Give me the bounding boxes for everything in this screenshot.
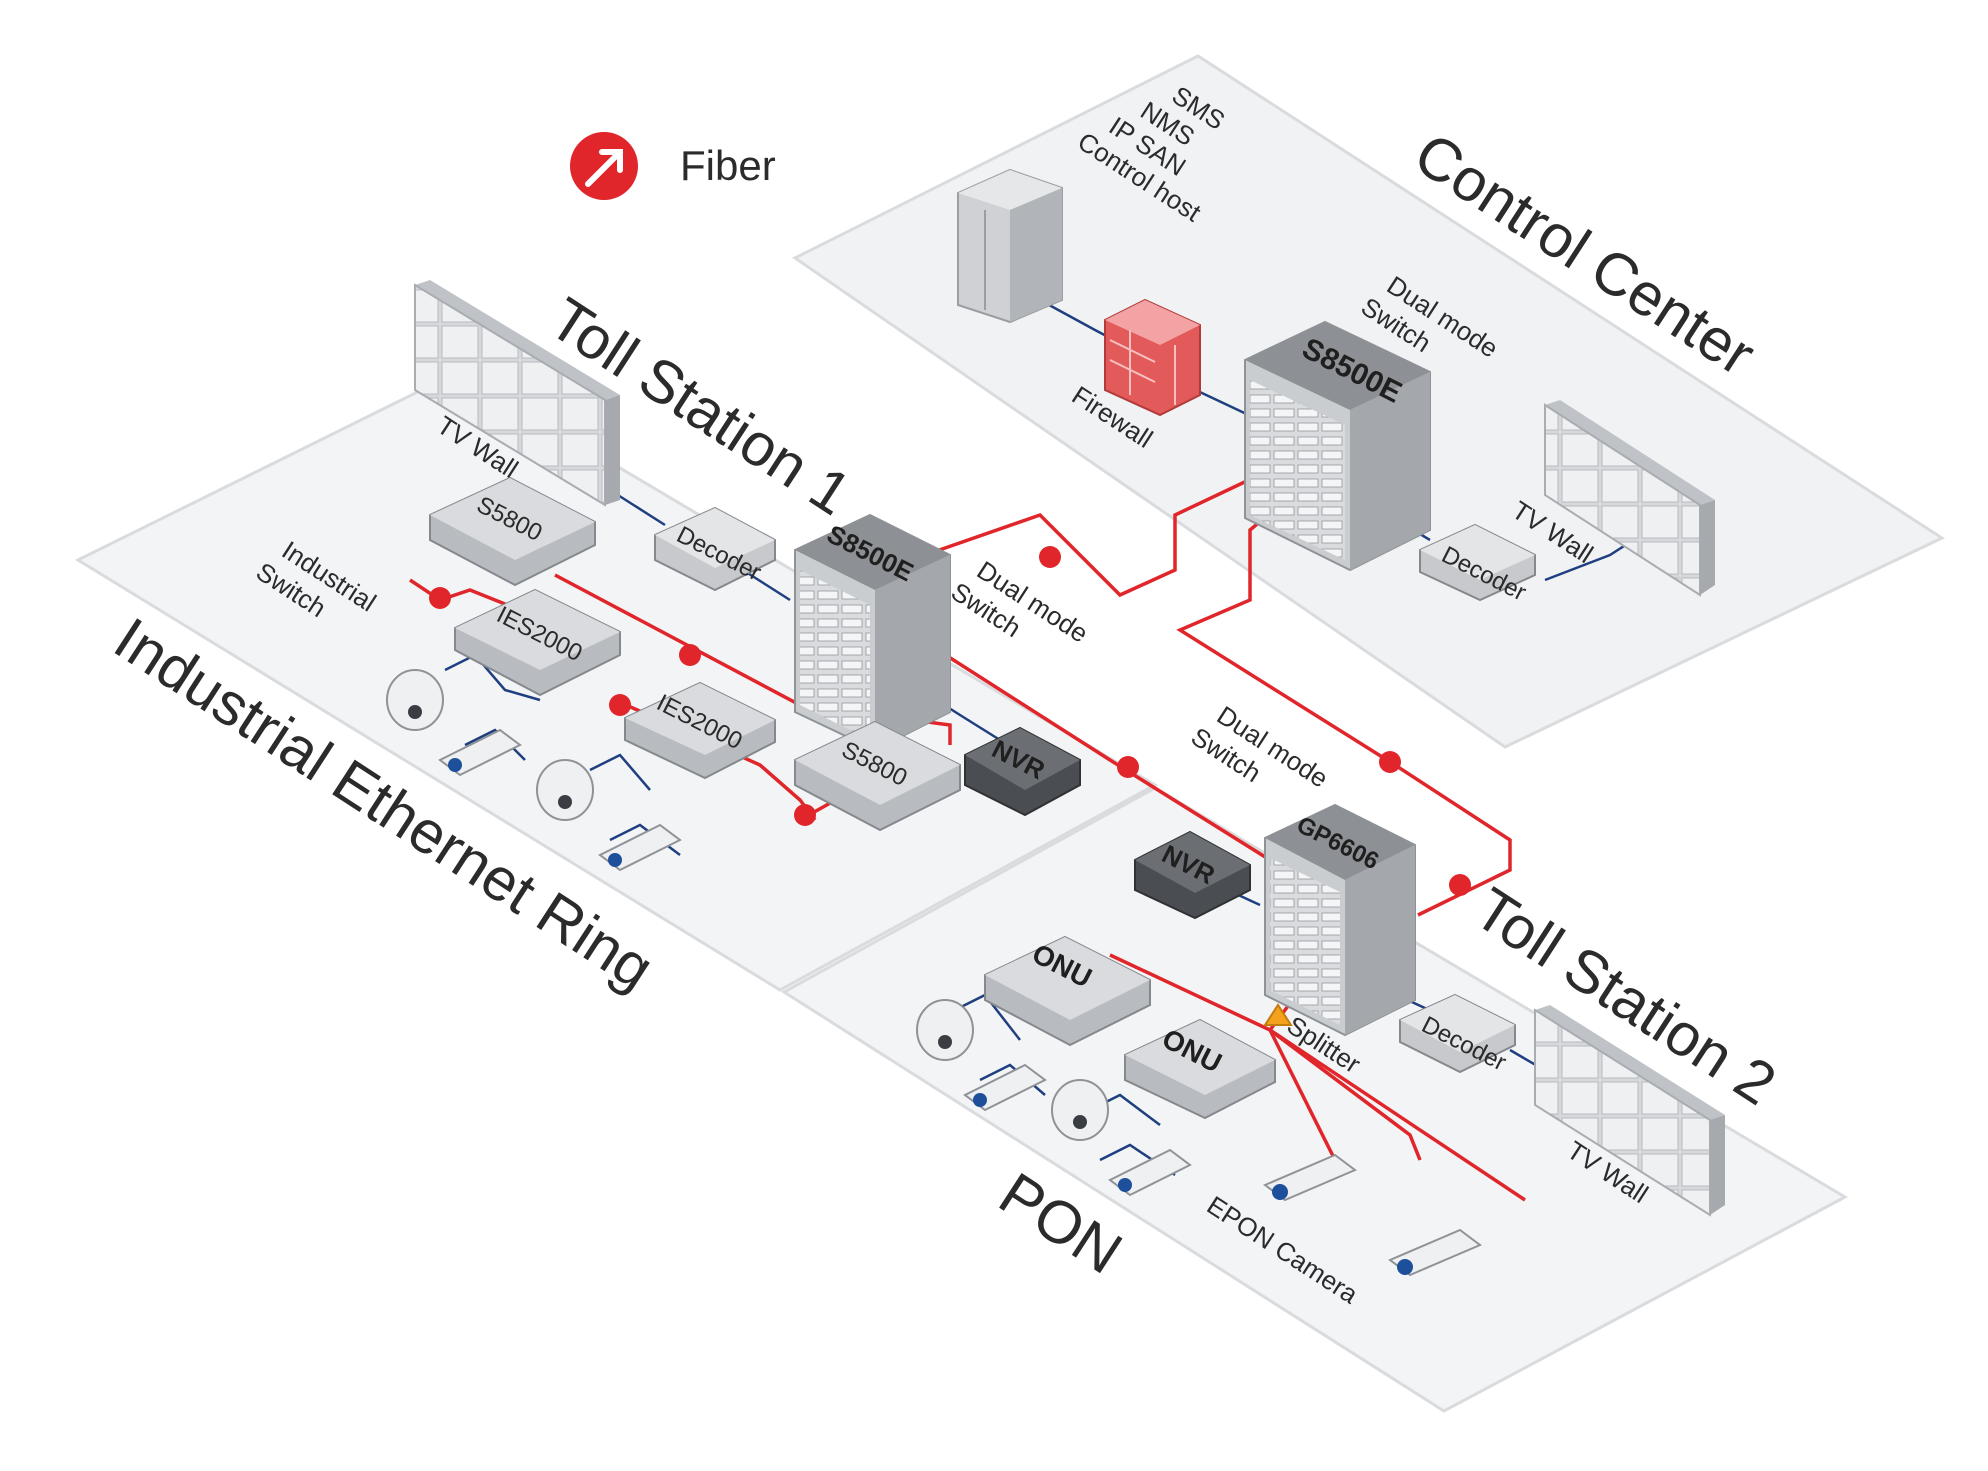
fiber-markers xyxy=(429,546,1471,896)
fiber-marker-icon xyxy=(429,587,451,609)
industrial-ring-floor xyxy=(74,370,1159,992)
legend-label: Fiber xyxy=(680,142,776,189)
s5800-switch-1[interactable]: S5800 xyxy=(429,476,596,587)
epon-camera-icon xyxy=(1263,1153,1357,1202)
toll-station-2-decoder[interactable]: Decoder xyxy=(1399,993,1516,1077)
server-rack xyxy=(957,168,1063,324)
fiber-marker-icon xyxy=(1379,751,1401,773)
dome-camera-icon xyxy=(1051,1079,1109,1141)
toll-station-1-switch-caption: Dual mode Switch xyxy=(946,555,1094,649)
fiber-marker-icon xyxy=(609,694,631,716)
control-center-decoder[interactable]: Decoder xyxy=(1419,523,1536,607)
legend: Fiber xyxy=(570,132,776,200)
dome-camera-icon xyxy=(916,999,974,1061)
ies2000-switch-2[interactable]: IES2000 xyxy=(624,681,776,780)
dome-camera-icon xyxy=(536,759,594,821)
onu-2[interactable]: ONU xyxy=(1124,1018,1276,1120)
olt-switch[interactable]: GP6606 xyxy=(1264,803,1416,1037)
epon-camera-icon xyxy=(1388,1228,1482,1277)
fiber-arrow-icon-glyph xyxy=(585,149,623,187)
dome-camera-icon xyxy=(386,669,444,731)
fiber-marker-icon xyxy=(1039,546,1061,568)
fiber-marker-icon xyxy=(794,804,816,826)
bullet-camera-icon xyxy=(438,728,522,777)
control-center-switch[interactable]: S8500E xyxy=(1244,320,1431,572)
ring-cameras xyxy=(386,669,682,872)
bullet-camera-icon xyxy=(963,1063,1047,1112)
onu-1[interactable]: ONU xyxy=(984,935,1151,1047)
fiber-marker-icon xyxy=(679,644,701,666)
s5800-switch-2[interactable]: S5800 xyxy=(794,720,961,832)
splitter-icon xyxy=(1263,1003,1293,1026)
toll-station-1-nvr[interactable]: NVR xyxy=(964,726,1081,817)
bullet-camera-icon xyxy=(598,823,682,872)
toll-station-1-decoder[interactable]: Decoder xyxy=(654,506,776,592)
toll-station-1-switch[interactable]: S8500E xyxy=(794,513,951,752)
fiber-marker-icon xyxy=(1449,874,1471,896)
toll-station-2-nvr[interactable]: NVR xyxy=(1134,830,1251,920)
fiber-marker-icon xyxy=(1117,756,1139,778)
bullet-camera-icon xyxy=(1108,1148,1192,1197)
control-center-zone: Control Center SMS NMS IP SAN Control ho… xyxy=(957,80,1767,607)
ies2000-switch-1[interactable]: IES2000 xyxy=(454,588,621,697)
pon-cameras xyxy=(916,999,1482,1277)
